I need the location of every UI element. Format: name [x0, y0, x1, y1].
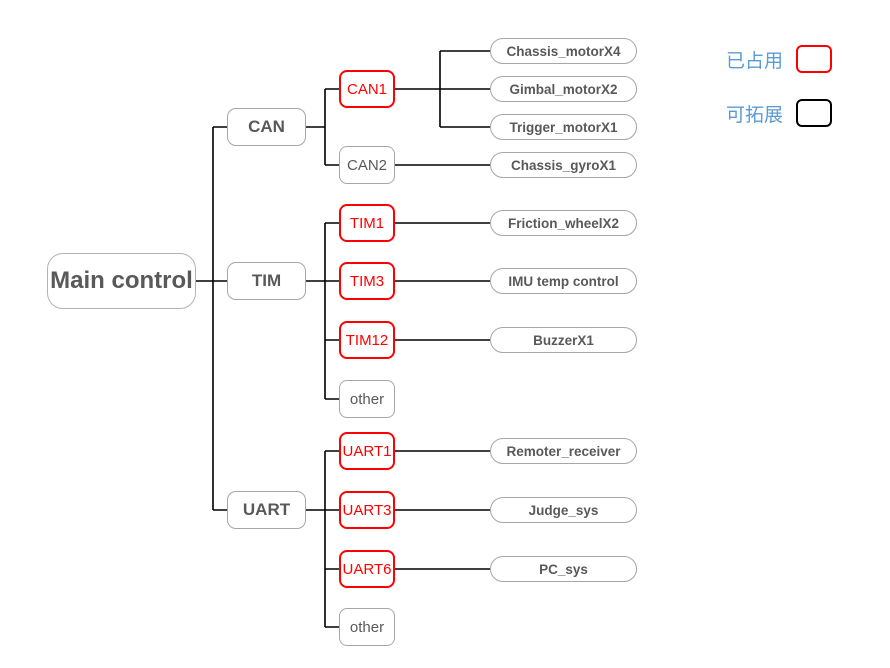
legend-expandable-swatch [796, 99, 833, 127]
node-port-uart6: UART6 [339, 550, 395, 588]
node-device-chassis-motor: Chassis_motorX4 [490, 38, 637, 64]
can-ports-connector [306, 88, 339, 166]
node-device-remoter-receiver: Remoter_receiver [490, 438, 637, 464]
node-device-gimbal-motor: Gimbal_motorX2 [490, 76, 637, 102]
node-bus-tim: TIM [227, 262, 306, 300]
node-port-uart1: UART1 [339, 432, 395, 470]
legend-occupied-label: 已占用 [726, 50, 784, 72]
node-port-tim3: TIM3 [339, 262, 395, 300]
legend-expandable: 可拓展 [726, 99, 833, 127]
node-device-pc-sys: PC_sys [490, 556, 637, 582]
node-port-uart-other: other [339, 608, 395, 646]
uart-devices-connector [395, 450, 490, 570]
node-main-control: Main control [47, 253, 196, 309]
legend-occupied: 已占用 [726, 45, 833, 73]
node-bus-uart: UART [227, 491, 306, 529]
node-port-can2: CAN2 [339, 146, 395, 184]
node-device-chassis-gyro: Chassis_gyroX1 [490, 152, 637, 178]
node-port-tim1: TIM1 [339, 204, 395, 242]
can1-devices-connector [395, 50, 490, 128]
node-port-can1: CAN1 [339, 70, 395, 108]
legend-expandable-label: 可拓展 [726, 104, 784, 126]
node-bus-can: CAN [227, 108, 306, 146]
uart-ports-connector [306, 450, 339, 628]
legend-occupied-swatch [796, 45, 833, 73]
trunk-connector [196, 126, 227, 511]
node-device-friction-wheel: Friction_wheelX2 [490, 210, 637, 236]
tim-devices-connector [395, 222, 490, 341]
node-port-uart3: UART3 [339, 491, 395, 529]
node-port-tim-other: other [339, 380, 395, 418]
tim-ports-connector [306, 222, 339, 400]
node-device-trigger-motor: Trigger_motorX1 [490, 114, 637, 140]
node-device-imu-temp-control: IMU temp control [490, 268, 637, 294]
node-port-tim12: TIM12 [339, 321, 395, 359]
node-device-judge-sys: Judge_sys [490, 497, 637, 523]
node-device-buzzer: BuzzerX1 [490, 327, 637, 353]
